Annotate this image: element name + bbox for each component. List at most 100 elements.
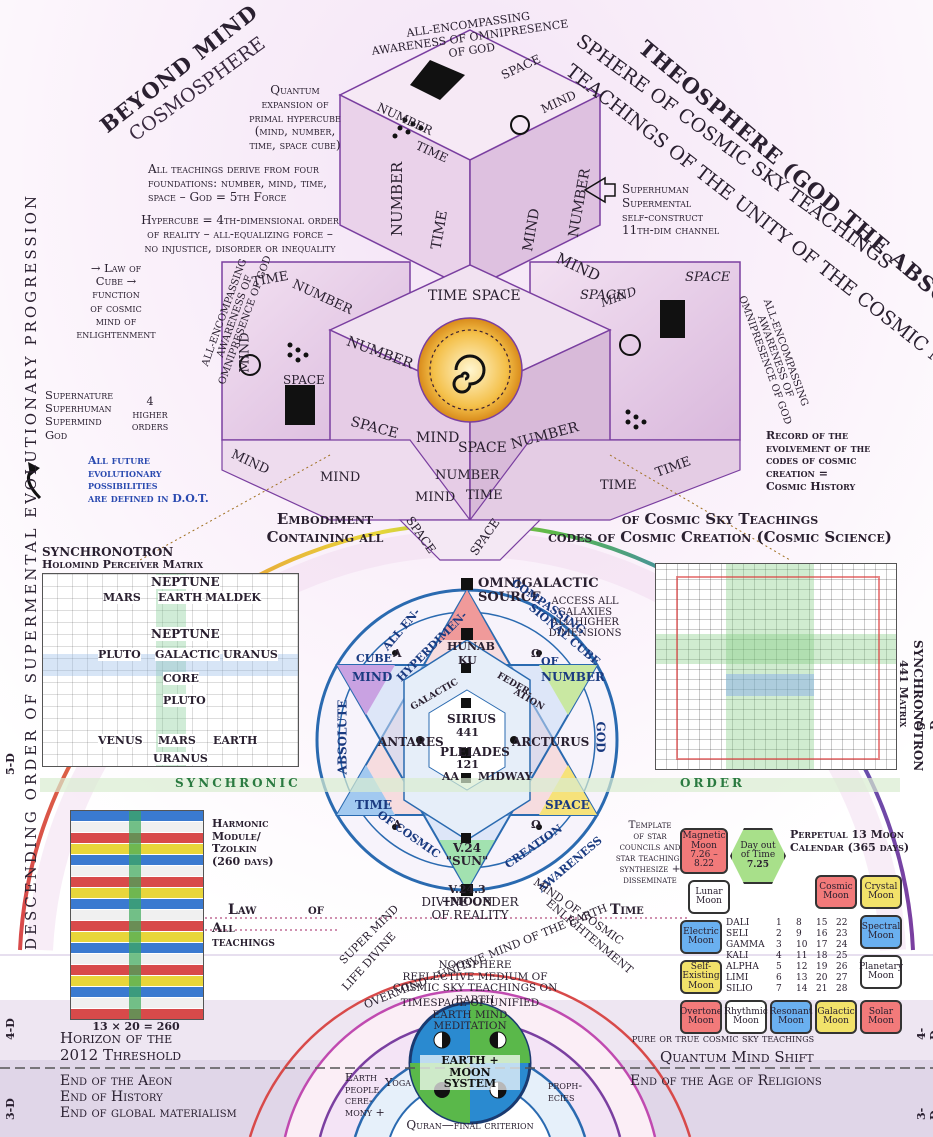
day-cell: 11 [796, 951, 808, 961]
note-line: Cube → [95, 274, 137, 289]
earth-moon-system: EARTH + MOON SYSTEM [420, 1055, 520, 1090]
template-note: Template of star councils and star teach… [600, 819, 700, 886]
five-d-left: 5-D [4, 753, 17, 775]
planet-label: CORE [163, 672, 199, 685]
matrix-row-highlight [656, 634, 896, 664]
synchronotron-left-title: SYNCHRONOTRON [42, 545, 174, 559]
arc-line: NOOSPHERE [438, 959, 512, 971]
threshold-line: Horizon of the [60, 1029, 173, 1047]
day-cell: 4 [776, 951, 782, 961]
hex-inner-label: KU [458, 654, 477, 667]
synchronotron-right-subtitle: 441 Matrix [897, 660, 910, 728]
cube-label: MIND [237, 332, 253, 373]
cube-label: TIME SPACE [428, 288, 521, 304]
note-line: evolutionary [88, 466, 162, 480]
planet-label: MARS [103, 591, 141, 604]
note-line: teachings [212, 934, 275, 950]
omnigalactic-source: OMNIGALACTIC SOURCE [478, 577, 599, 604]
note-line: Calendar (365 days) [790, 841, 910, 854]
cube-label: SPACE [580, 288, 626, 303]
note-line: expansion of [261, 96, 329, 111]
planet-label: PLUTO [163, 694, 206, 707]
end-left-label: End of the Aeon End of History End of gl… [60, 1073, 237, 1121]
higher-orders-note: 4 higher orders [125, 395, 175, 434]
future-possibilities-note: All future evolutionary possibilities ar… [88, 454, 218, 506]
end-right-label: End of the Age of Religions [630, 1073, 822, 1089]
441-matrix [655, 563, 897, 770]
day-cell: 15 [816, 918, 828, 928]
note-line: Tzolkin [212, 842, 257, 856]
cube-label: SPACE [458, 440, 507, 456]
note-line: All teachings derive from four [148, 162, 319, 176]
matrix-blue-band [726, 674, 814, 696]
hex-inner-label: HUNAB [447, 640, 495, 653]
day-cell: 23 [836, 929, 848, 939]
hex-ring-label: ABSOLUTE [335, 699, 350, 775]
day-name: ALPHA [726, 962, 759, 972]
planet-label: URANUS [153, 752, 208, 765]
tzolkin-green-column [129, 811, 141, 1019]
hex-ring-label: OF [541, 655, 559, 668]
magnetic-moon: Magnetic Moon 7.26 – 8.22 [680, 828, 728, 874]
synchronotron-right-title: SYNCHRONOTRON [911, 640, 925, 772]
note-line: Supermind [45, 414, 102, 429]
arc-line: REFLECTIVE MEDIUM OF [402, 970, 548, 983]
note-line: (260 days) [212, 854, 274, 868]
note-line: creation = [766, 466, 828, 480]
timespace-label: TIMESPACE OF UNIFIED EARTH MIND MEDITATI… [395, 997, 545, 1033]
note-line: councils and [619, 841, 681, 854]
hex-ring-label: TIME [355, 798, 392, 812]
note-line: primal hypercube [249, 110, 341, 125]
planet-label: MALDEK [205, 591, 261, 604]
day-cell: 8 [796, 918, 802, 928]
embodiment-right: of Cosmic Sky Teachings codes of Cosmic … [545, 510, 895, 546]
hex-inner-label: ARCTURUS [512, 735, 590, 749]
note-line: Supernature [45, 388, 114, 402]
note-line: mind of [95, 313, 137, 328]
moon-line: 7.25 [747, 859, 769, 870]
record-note: Record of the evolvement of the codes of… [766, 429, 896, 493]
note-line: of reality – all-equalizing force – [147, 226, 333, 241]
all-teachings-note: All teachings derive from four foundatio… [148, 162, 388, 204]
day-name: SELI [726, 929, 749, 939]
overtone-moon: Overtone Moon [680, 1000, 722, 1034]
threshold-line: End of History [60, 1089, 163, 1106]
day-cell: 17 [816, 940, 828, 950]
note-line: Superhuman [45, 401, 112, 416]
all-teachings-label: All teachings [212, 922, 275, 949]
note-line: Superhuman [622, 182, 689, 196]
hex-line: ACCESS ALL [551, 596, 619, 607]
planet-label: EARTH [158, 591, 203, 604]
holomind-matrix: NEPTUNE MARS EARTH MALDEK NEPTUNE PLUTO … [42, 573, 299, 767]
embodiment-left: Embodiment Containing all [250, 510, 400, 546]
note-line: Hypercube = 4th-dimensional order [141, 213, 339, 227]
planetary-moon: Planetary Moon [859, 955, 903, 989]
four-d-right: 4-D [915, 1027, 933, 1040]
synchronotron-left-subtitle: Holomind Perceiver Matrix [42, 558, 204, 571]
day-cell: 18 [816, 951, 828, 961]
threshold-line: End of global materialism [60, 1105, 237, 1122]
note-line: higher [132, 407, 168, 421]
yoga-label: Yoga [385, 1076, 411, 1089]
note-line: Cosmic History [766, 479, 856, 493]
horizon-label: Horizon of the 2012 Threshold [60, 1030, 181, 1063]
quantum-shift-label: Quantum Mind Shift [660, 1048, 814, 1066]
day-cell: 12 [796, 962, 808, 972]
day-name: LIMI [726, 973, 749, 983]
note-line: (mind, number, [254, 124, 336, 139]
day-name: GAMMA [726, 940, 765, 950]
day-cell: 22 [836, 918, 848, 928]
day-cell: 2 [776, 929, 782, 939]
note-line: enlightenment [76, 327, 156, 342]
hex-inner-label: ANTARES [378, 735, 444, 749]
resonant-moon: Resonant Moon [770, 1000, 812, 1034]
planet-label: MARS [158, 734, 196, 747]
cube-label: NUMBER [435, 468, 500, 483]
five-d-right: 5-D [915, 717, 933, 730]
matrix-column-highlight [726, 564, 814, 769]
arc-line: TIMESPACE OF UNIFIED [400, 997, 540, 1009]
spectral-moon: Spectral Moon [860, 915, 902, 949]
